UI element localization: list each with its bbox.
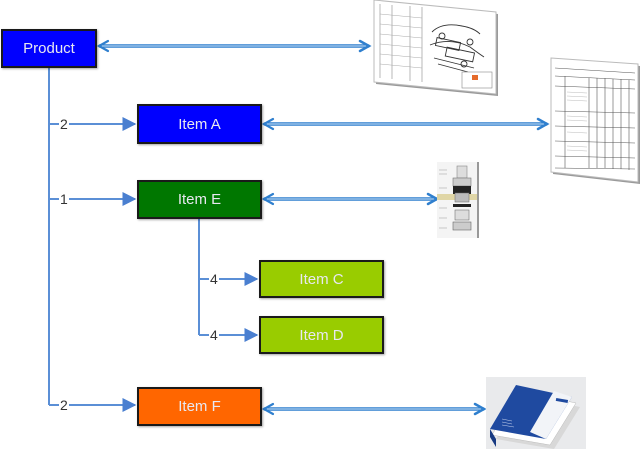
quantity-label-item-e: 1	[59, 191, 69, 207]
component-cross-section-thumbnail[interactable]	[437, 162, 479, 238]
link-item-f-doc	[261, 402, 487, 416]
quantity-label-item-f: 2	[59, 397, 69, 413]
node-item-f[interactable]: Item F	[137, 387, 262, 426]
document-links	[96, 39, 550, 416]
node-label: Item F	[178, 398, 221, 415]
node-item-a[interactable]: Item A	[137, 104, 262, 144]
specification-table-thumbnail[interactable]	[549, 56, 640, 186]
node-label: Item E	[177, 191, 222, 208]
manual-binder-thumbnail[interactable]	[486, 377, 586, 449]
link-item-e-doc	[261, 192, 440, 206]
quantity-label-item-d: 4	[209, 327, 219, 343]
node-item-e[interactable]: Item E	[137, 180, 262, 219]
node-label: Item A	[178, 115, 221, 133]
quantity-label-item-c: 4	[209, 271, 219, 287]
node-label: Item C	[299, 270, 344, 288]
link-product-doc	[96, 39, 372, 53]
node-label: Item D	[299, 326, 344, 344]
quantity-label-item-a: 2	[59, 116, 69, 132]
node-item-d[interactable]: Item D	[259, 316, 384, 354]
node-item-c[interactable]: Item C	[259, 260, 384, 298]
assembly-drawing-thumbnail[interactable]	[372, 0, 502, 98]
link-item-a-doc	[261, 117, 550, 131]
node-label: Product	[23, 40, 75, 57]
node-product[interactable]: Product	[1, 29, 97, 68]
